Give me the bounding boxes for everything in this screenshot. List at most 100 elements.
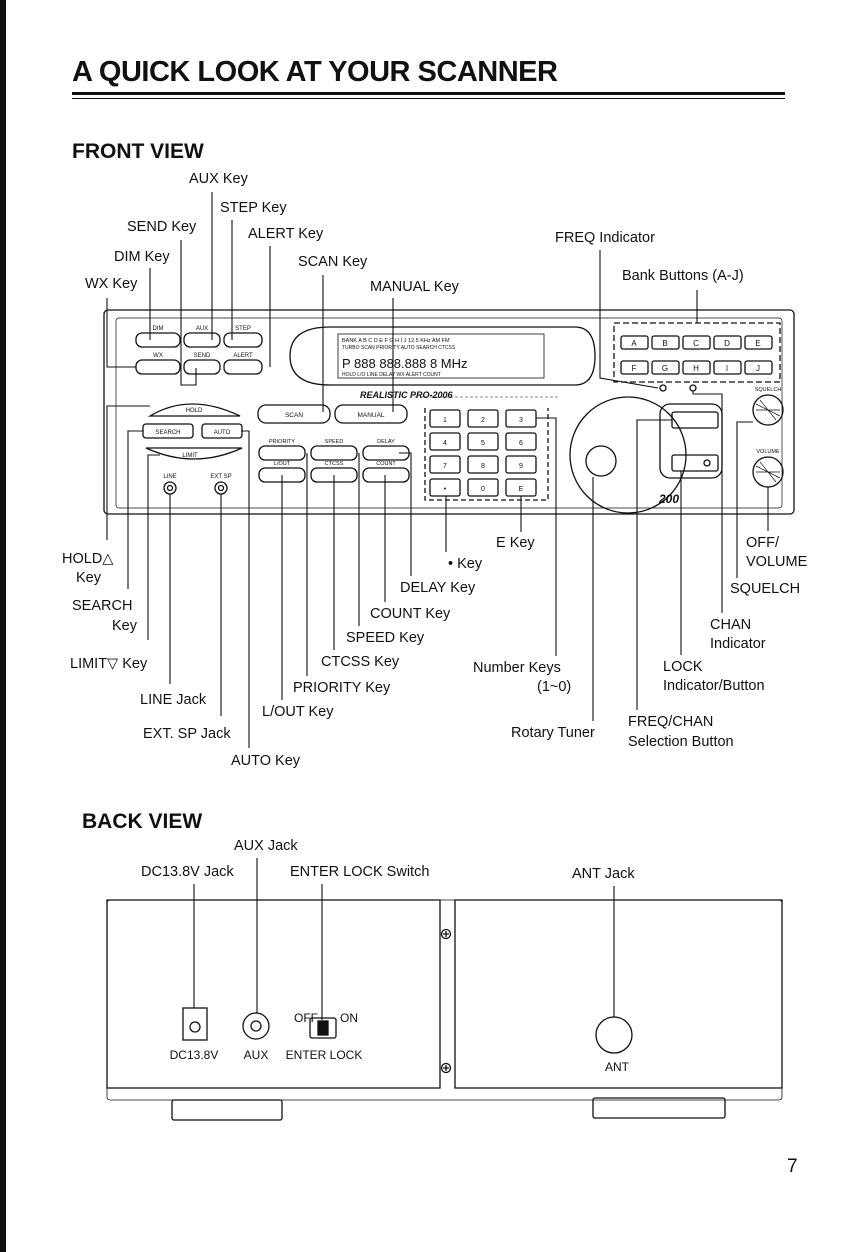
keypad-frame <box>424 408 549 501</box>
back-screw-bottom-slot <box>443 1065 449 1071</box>
page-title: A QUICK LOOK AT YOUR SCANNER <box>72 56 558 88</box>
enter-lock-switch[interactable] <box>309 1017 337 1039</box>
alert-key[interactable] <box>223 359 263 375</box>
dim-key[interactable] <box>135 332 181 348</box>
squelch-knob[interactable] <box>752 394 784 426</box>
leader-squelch <box>736 421 753 578</box>
bank-g[interactable] <box>651 360 680 375</box>
lock-button[interactable] <box>671 454 719 472</box>
lcd-row-4: HOLD L/O LINE DELAY WX ALERT COUNT <box>342 372 441 378</box>
key-5-text: 5 <box>481 440 485 447</box>
key-7[interactable] <box>429 455 461 474</box>
alert-key-text: ALERT <box>233 353 253 359</box>
bank-b[interactable] <box>651 335 680 350</box>
send-key[interactable] <box>183 359 221 375</box>
dc-jack-text: DC13.8V <box>170 1048 219 1062</box>
lock-indicator <box>703 459 711 467</box>
send-key-text: SEND <box>194 353 211 359</box>
aux-key[interactable] <box>183 332 221 348</box>
freq-chan-selection-button[interactable] <box>671 411 719 429</box>
front-top-keys: DIM AUX STEP WX SEND ALERT <box>135 326 263 375</box>
bank-j[interactable] <box>744 360 773 375</box>
back-panel-left-section <box>106 899 441 1089</box>
ant-jack[interactable] <box>595 1016 633 1054</box>
numeric-keypad: 1 2 3 4 5 6 7 8 9 • 0 E <box>424 408 549 501</box>
limit-key[interactable] <box>145 447 243 460</box>
key-dot[interactable] <box>429 478 461 497</box>
label-dot-key: • Key <box>448 556 483 572</box>
search-key-text: SEARCH <box>155 430 180 436</box>
key-5[interactable] <box>467 432 499 451</box>
aux-jack[interactable] <box>242 1012 270 1040</box>
label-ant-jack: ANT Jack <box>572 866 635 882</box>
label-lock: LOCK <box>663 659 703 675</box>
key-9[interactable] <box>505 455 537 474</box>
bank-i-text: I <box>726 364 728 373</box>
bank-e[interactable] <box>744 335 773 350</box>
label-auto-key: AUTO Key <box>231 753 301 769</box>
bank-i[interactable] <box>713 360 742 375</box>
label-chan-indicator: CHAN <box>710 617 752 633</box>
label-limit-key: LIMIT▽ Key <box>70 656 148 672</box>
bank-h[interactable] <box>682 360 711 375</box>
leader-number-keys <box>536 417 557 656</box>
leader-auto-key <box>241 430 250 748</box>
label-ext-sp-jack: EXT. SP Jack <box>143 726 231 742</box>
leader-freq-indicator <box>599 250 659 389</box>
key-7-text: 7 <box>443 463 447 470</box>
back-panel: OFF ON DC13.8V AUX ENTER LOCK ANT <box>106 899 783 1121</box>
key-8-text: 8 <box>481 463 485 470</box>
ext-sp-jack[interactable] <box>214 481 228 495</box>
label-aux-key: AUX Key <box>189 171 248 187</box>
label-squelch: SQUELCH <box>730 581 801 597</box>
wx-key-text: WX <box>153 353 163 359</box>
key-4[interactable] <box>429 432 461 451</box>
label-off-volume-2: VOLUME <box>746 554 808 570</box>
speed-key[interactable] <box>310 445 358 461</box>
speed-key-text: SPEED <box>325 439 344 445</box>
front-leader-lines <box>106 192 769 748</box>
page-binding-edge <box>0 0 6 1252</box>
label-number-keys: Number Keys <box>473 660 561 676</box>
switch-off-text: OFF <box>294 1011 318 1025</box>
hold-key[interactable] <box>147 403 241 417</box>
back-view-heading: BACK VIEW <box>82 810 203 833</box>
back-leader-lines <box>193 858 615 1020</box>
step-key[interactable] <box>223 332 263 348</box>
leader-hold-key <box>106 405 150 540</box>
priority-key[interactable] <box>258 445 306 461</box>
scan-key-text: SCAN <box>285 412 303 419</box>
key-8[interactable] <box>467 455 499 474</box>
key-2[interactable] <box>467 409 499 428</box>
key-0[interactable] <box>467 478 499 497</box>
label-send-key: SEND Key <box>127 219 197 235</box>
bank-h-text: H <box>693 364 699 373</box>
leader-search-key <box>127 430 143 589</box>
lcd-row-2: TURBO SCAN PRIORITY AUTO SEARCH CTCSS <box>342 345 456 351</box>
bank-c[interactable] <box>682 335 711 350</box>
function-keys: PRIORITY SPEED DELAY L/OUT CTCSS COUNT <box>258 439 410 483</box>
back-screw-bottom <box>440 1062 452 1074</box>
scan-key[interactable] <box>257 404 331 424</box>
hold-key-text: HOLD <box>186 408 203 414</box>
manual-key[interactable] <box>334 404 408 424</box>
dc-jack[interactable] <box>182 1007 208 1041</box>
key-6[interactable] <box>505 432 537 451</box>
label-dim-key: DIM Key <box>114 249 170 265</box>
bank-d[interactable] <box>713 335 742 350</box>
key-e-text: E <box>519 486 524 493</box>
label-freq-indicator: FREQ Indicator <box>555 230 655 246</box>
label-search-key: SEARCH <box>72 598 133 614</box>
key-1[interactable] <box>429 409 461 428</box>
wx-key[interactable] <box>135 359 181 375</box>
bank-d-text: D <box>724 339 730 348</box>
label-lout-key: L/OUT Key <box>262 704 334 720</box>
bank-buttons-frame <box>613 322 781 383</box>
bank-a[interactable] <box>620 335 649 350</box>
bank-f[interactable] <box>620 360 649 375</box>
ext-sp-jack-text: EXT SP <box>210 474 231 480</box>
line-jack[interactable] <box>163 481 177 495</box>
back-screw-top <box>440 928 452 940</box>
count-key[interactable] <box>362 467 410 483</box>
